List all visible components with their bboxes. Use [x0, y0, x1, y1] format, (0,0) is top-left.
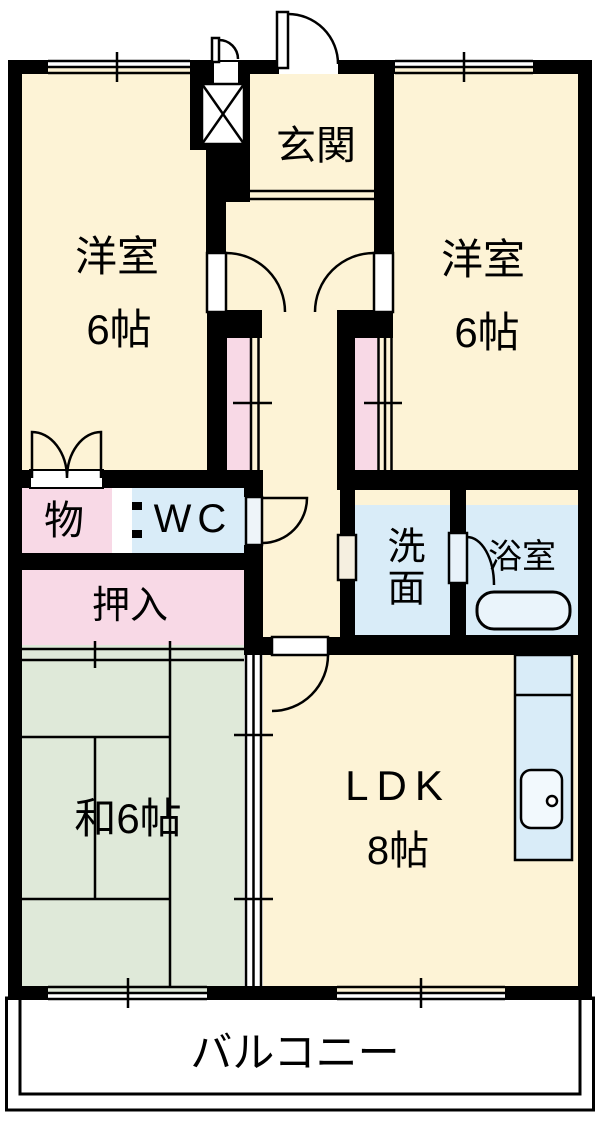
window-yoshitsu-left [48, 52, 190, 82]
bathtub [475, 590, 572, 631]
windows [48, 52, 533, 1008]
label-balcony: バルコニー [190, 1029, 400, 1076]
oshiire-fusuma [22, 641, 244, 668]
entrance-door-leaf [275, 10, 290, 70]
label-ldk-size: 8帖 [366, 829, 430, 873]
label-genkan: 玄関 [276, 124, 356, 168]
floor-senmen [355, 505, 450, 635]
meter-box [200, 82, 246, 146]
fixtures [132, 502, 574, 862]
label-yoshitsu-right-size: 6帖 [454, 309, 520, 356]
washitsu-ldk-partition [234, 655, 273, 986]
door-mono-double [29, 430, 104, 489]
window-washitsu [48, 978, 207, 1008]
door-senmen [336, 533, 358, 582]
meter-door-opening [214, 62, 238, 86]
wc-fitting-top [132, 502, 142, 510]
floor-washitsu [22, 645, 244, 986]
kitchen-sink [519, 768, 564, 830]
door-yokushitsu [447, 531, 496, 586]
label-yokushitsu: 浴室 [488, 538, 556, 576]
doors [29, 251, 496, 713]
kitchen-counter [513, 653, 574, 862]
sliding-doors [22, 338, 402, 986]
label-wc: WC [153, 497, 233, 541]
genkan-step [250, 189, 374, 201]
meter-door-swing [218, 38, 240, 60]
label-ldk: LDK [345, 762, 451, 809]
door-yoshitsu-left [205, 251, 287, 314]
floor-wc [132, 488, 246, 553]
gap-mono-wc [112, 488, 132, 553]
label-yoshitsu-left: 洋室 [74, 233, 160, 280]
door-yoshitsu-right [313, 251, 395, 314]
meter-door-leaf [210, 36, 221, 64]
label-mono: 物 [44, 499, 84, 543]
tatami-lines [22, 641, 172, 986]
door-ldk [270, 635, 330, 713]
door-wc [244, 495, 309, 547]
balcony [5, 996, 595, 1112]
entrance-door-swing [287, 12, 340, 65]
floor-oshiire [22, 570, 244, 645]
label-yoshitsu-right: 洋室 [440, 236, 526, 283]
entrance-opening [279, 60, 338, 74]
wc-fitting-bottom [132, 530, 142, 538]
floors [22, 74, 578, 986]
label-senmen: 洗面 [381, 526, 423, 610]
window-ldk [337, 978, 505, 1008]
entrance [200, 10, 374, 201]
closet-right-slider [364, 338, 402, 470]
kitchen-faucet [545, 794, 559, 808]
closet-left-slider [233, 338, 272, 470]
label-washitsu: 和6帖 [74, 795, 182, 842]
floor-mono [22, 488, 112, 553]
window-yoshitsu-right [395, 52, 533, 82]
label-yoshitsu-left-size: 6帖 [86, 306, 152, 353]
label-oshiire: 押入 [91, 585, 169, 627]
